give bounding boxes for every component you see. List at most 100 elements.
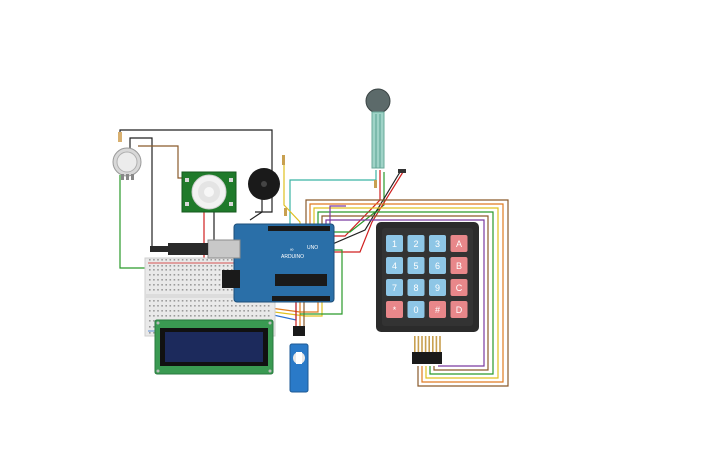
breadboard-hole [222,259,225,261]
keypad-key[interactable]: 6 [429,257,446,274]
pir-sensor [181,171,237,213]
breadboard-hole [153,320,155,322]
breadboard-hole [214,284,217,286]
keypad-key[interactable]: 9 [429,279,446,296]
breadboard-hole [243,305,245,307]
breadboard-hole [235,315,237,317]
breadboard-hole [153,259,155,261]
breadboard-hole [202,300,204,302]
wire-green-right [300,249,343,315]
breadboard-hole [169,300,172,302]
breadboard-hole [153,284,155,286]
breadboard-hole [153,289,155,291]
breadboard-hole [263,310,266,312]
breadboard-hole [226,289,229,291]
breadboard-hole [181,310,184,312]
keypad-key[interactable]: # [429,301,446,318]
breadboard-hole [226,259,229,261]
breadboard-hole [206,259,208,261]
breadboard-hole [206,274,208,276]
breadboard-hole [149,259,151,261]
potentiometer [112,132,142,180]
breadboard-hole [161,284,163,286]
keypad-key[interactable]: D [450,301,468,318]
breadboard-hole [161,259,163,261]
keypad-pin [417,336,420,352]
breadboard-hole [202,265,204,267]
breadboard-hole [194,284,196,286]
breadboard-hole [173,279,176,281]
breadboard-hole [190,289,192,291]
keypad-key[interactable]: 4 [386,257,403,274]
breadboard-hole [194,289,196,291]
breadboard-hole [231,289,233,291]
breadboard-hole [181,289,184,291]
keypad-key[interactable]: 8 [407,279,425,296]
breadboard-hole [190,284,192,286]
breadboard-hole [173,269,176,271]
breadboard-hole [255,310,258,312]
keypad-key[interactable]: 7 [386,279,403,296]
breadboard-hole [226,315,229,317]
keypad-key[interactable]: 2 [407,235,425,252]
keypad-key-label: 8 [413,283,418,293]
breadboard-hole [181,300,184,302]
breadboard-hole [165,265,167,267]
arduino-uno: ∞ ARDUINO UNO [150,223,335,303]
breadboard-hole [161,315,163,317]
keypad-key[interactable]: B [450,257,468,274]
breadboard-hole [169,259,172,261]
breadboard-hole [247,310,249,312]
breadboard-hole [198,315,200,317]
breadboard-hole [194,265,196,267]
breadboard-hole [214,310,217,312]
breadboard-hole [202,310,204,312]
breadboard-hole [243,315,245,317]
breadboard-hole [231,305,233,307]
breadboard-hole [181,305,184,307]
breadboard-hole [165,305,167,307]
usb-cable [168,243,208,255]
breadboard-hole [194,274,196,276]
keypad-key[interactable]: C [450,279,468,296]
keypad-key-label: C [456,283,463,293]
breadboard-hole [149,305,151,307]
keypad-key[interactable]: * [386,301,403,318]
keypad-key-label: * [393,305,397,315]
breadboard-hole [185,265,188,267]
breadboard-hole [202,279,204,281]
breadboard-hole [202,305,204,307]
keypad-key[interactable]: 3 [429,235,446,252]
breadboard-hole [173,305,176,307]
keypad-key[interactable]: 0 [407,301,425,318]
breadboard-hole [198,284,200,286]
breadboard-hole [214,269,217,271]
keypad-key-label: 4 [392,261,397,271]
keypad-key[interactable]: 5 [407,257,425,274]
power-jack [222,270,240,288]
keypad-pin [414,336,416,352]
breadboard-hole [149,274,151,276]
keypad-key-label: 0 [413,305,418,315]
breadboard-hole [210,279,213,281]
breadboard-hole [169,305,172,307]
breadboard-hole [198,279,200,281]
breadboard-hole [157,300,159,302]
keypad-key[interactable]: 1 [386,235,403,252]
breadboard-hole [255,305,258,307]
wire-black-buzzer [249,198,263,221]
breadboard-hole [198,274,200,276]
atmega-chip [275,274,327,286]
arduino-logo: ∞ [290,247,294,253]
breadboard-hole [190,315,192,317]
breadboard-hole [169,310,172,312]
keypad-key[interactable]: A [450,235,468,252]
breadboard-hole [231,310,233,312]
breadboard-hole [177,265,180,267]
breadboard-hole [149,332,151,334]
breadboard-hole [157,315,159,317]
breadboard-hole [169,269,172,271]
connector-small [398,169,406,173]
breadboard-hole [194,279,196,281]
